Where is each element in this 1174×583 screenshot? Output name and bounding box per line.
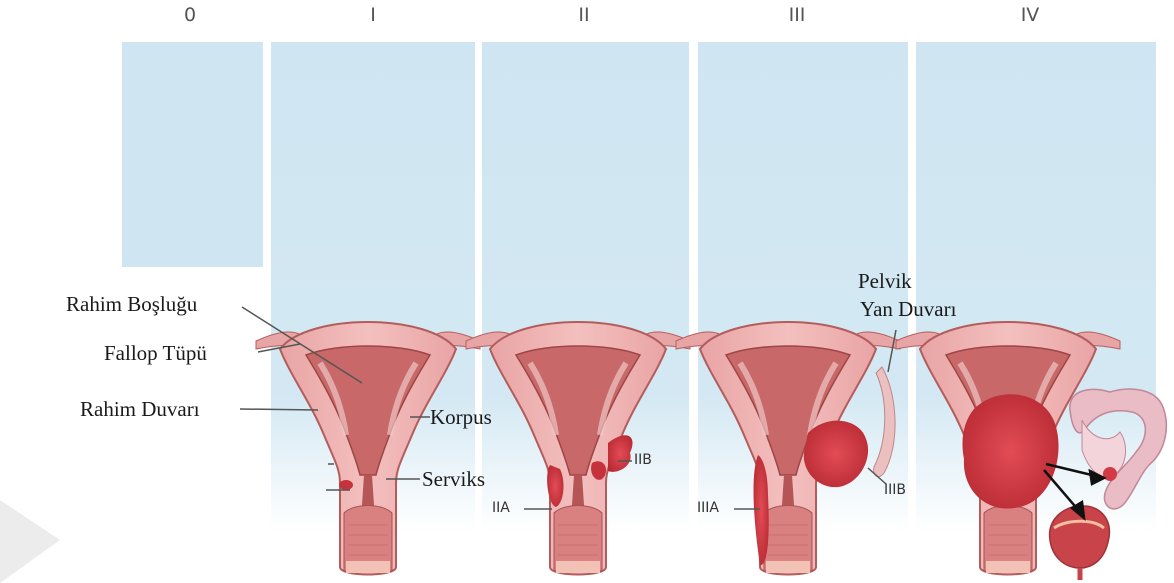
label-iib: IIB [634, 452, 652, 468]
label-rahim-duvari: Rahim Duvarı [80, 397, 200, 422]
label-pelvik: Pelvik [858, 269, 912, 294]
stage-label-2: II [578, 4, 589, 26]
label-yan-duvari: Yan Duvarı [860, 297, 956, 322]
label-iia: IIA [492, 500, 510, 516]
stage-label-3: III [789, 4, 806, 26]
stage-label-0: 0 [184, 4, 196, 26]
label-iiia: IIIA [697, 500, 719, 516]
bladder-illustration [1050, 506, 1110, 580]
corner-decoration [0, 500, 60, 583]
stage-label-4: IV [1021, 4, 1040, 26]
label-korpus: Korpus [430, 405, 492, 430]
label-fallop-tupu: Fallop Tüpü [104, 341, 207, 366]
stage-label-1: I [370, 4, 376, 26]
label-rahim-boslugu: Rahim Boşluğu [66, 292, 197, 317]
stage-0-panel [122, 42, 263, 267]
label-iiib: IIIB [884, 482, 906, 498]
label-serviks: Serviks [422, 467, 485, 492]
tumor-stage-1 [339, 480, 353, 490]
